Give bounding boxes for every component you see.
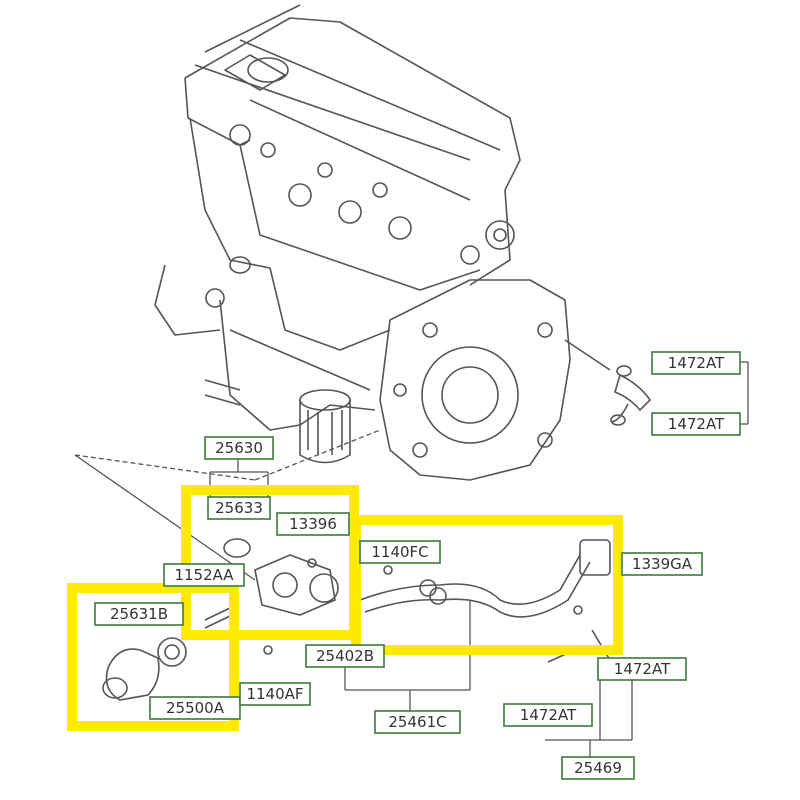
part-label-1339ga: 1339GA xyxy=(621,552,703,576)
part-label-25633: 25633 xyxy=(207,496,271,520)
part-label-25469: 25469 xyxy=(561,756,635,780)
highlight-boxes xyxy=(67,485,623,731)
part-label-text: 25469 xyxy=(574,759,622,777)
part-label-1152aa: 1152AA xyxy=(163,563,245,587)
part-label-box xyxy=(651,412,741,436)
part-label-1472at: 1472AT xyxy=(651,351,741,375)
part-label-text: 1140AF xyxy=(246,685,303,703)
part-label-13396: 13396 xyxy=(276,512,350,536)
part-label-box xyxy=(149,696,241,720)
part-labels: 1472AT 1472AT 25630 25633 13396 1140FC 1339GA 1… xyxy=(94,351,741,780)
part-label-25630: 25630 xyxy=(204,436,274,460)
part-label-box xyxy=(305,644,385,668)
part-label-box xyxy=(374,710,461,734)
highlight-water-pipe xyxy=(351,515,623,655)
part-label-box xyxy=(359,540,441,564)
water-pipe xyxy=(359,539,611,663)
part-label-25461c: 25461C xyxy=(374,710,461,734)
part-label-1472at: 1472AT xyxy=(503,703,593,727)
part-label-box xyxy=(94,602,184,626)
part-label-1140af: 1140AF xyxy=(239,682,311,706)
part-label-text: 25630 xyxy=(215,439,263,457)
part-label-25631b: 25631B xyxy=(94,602,184,626)
part-label-text: 1339GA xyxy=(632,555,693,573)
engine-block xyxy=(154,4,571,481)
highlight-water-inlet xyxy=(67,583,239,731)
part-label-25500a: 25500A xyxy=(149,696,241,720)
part-label-text: 25500A xyxy=(166,699,225,717)
part-label-box xyxy=(503,703,593,727)
part-label-box xyxy=(651,351,741,375)
part-label-1472at: 1472AT xyxy=(651,412,741,436)
part-label-box xyxy=(207,496,271,520)
part-label-text: 1472AT xyxy=(668,415,725,433)
thermostat-housing-parts xyxy=(102,538,339,701)
part-label-box xyxy=(621,552,703,576)
part-label-text: 1152AA xyxy=(174,566,234,584)
part-label-text: 1140FC xyxy=(371,543,428,561)
part-label-box xyxy=(276,512,350,536)
part-label-text: 1472AT xyxy=(614,660,671,678)
part-label-box xyxy=(561,756,635,780)
part-label-1140fc: 1140FC xyxy=(359,540,441,564)
part-label-text: 25461C xyxy=(388,713,446,731)
part-label-box xyxy=(239,682,311,706)
part-label-text: 25633 xyxy=(215,499,263,517)
part-label-text: 25402B xyxy=(316,647,374,665)
part-label-text: 13396 xyxy=(289,515,337,533)
part-label-25402b: 25402B xyxy=(305,644,385,668)
part-label-box xyxy=(163,563,245,587)
part-label-box xyxy=(204,436,274,460)
upper-hose-assembly xyxy=(564,339,652,426)
part-label-1472at: 1472AT xyxy=(597,657,687,681)
part-label-text: 1472AT xyxy=(668,354,725,372)
part-label-text: 25631B xyxy=(110,605,168,623)
part-label-text: 1472AT xyxy=(520,706,577,724)
part-label-box xyxy=(597,657,687,681)
